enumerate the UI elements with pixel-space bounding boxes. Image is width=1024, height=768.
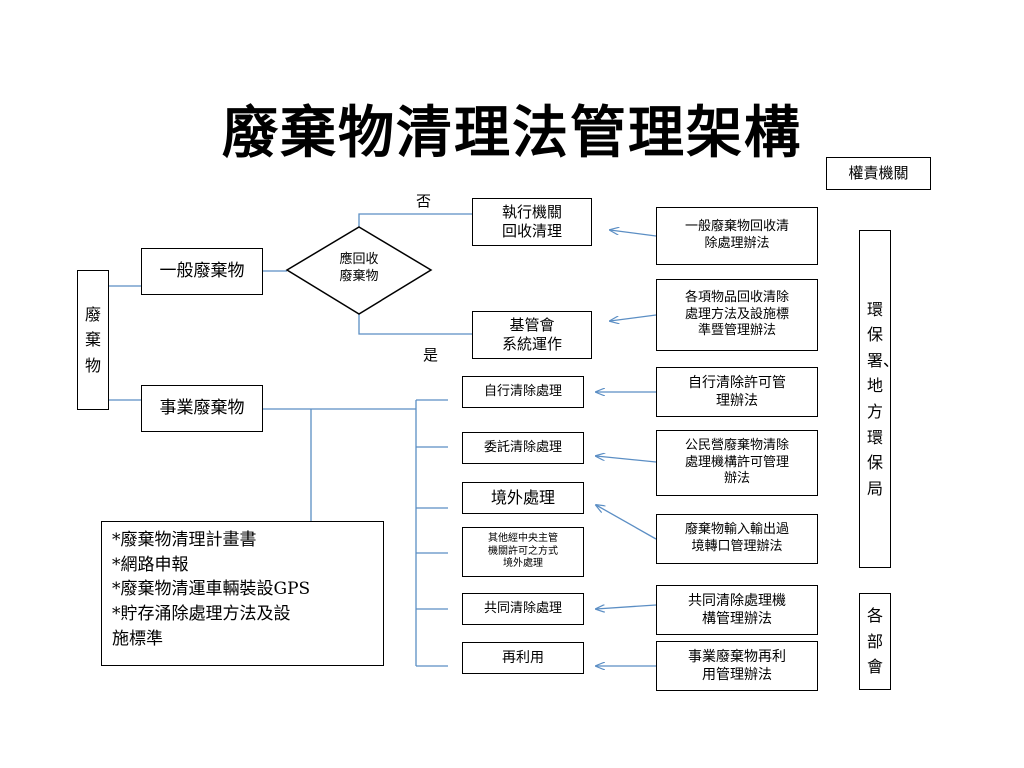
authority-ministries: 各部會: [859, 593, 891, 690]
notes-box: *廢棄物清理計畫書 *網路申報 *廢棄物清運車輛裝設GPS *貯存涌除處理方法及…: [101, 521, 384, 666]
decision-diamond: [285, 226, 433, 315]
regulation-self-permit: 自行清除許可管 理辦法: [656, 367, 818, 417]
waste-box: 廢棄物: [77, 270, 109, 410]
yes-label: 是: [423, 346, 439, 364]
method-other-box: 其他經中央主管 機關許可之方式 境外處理: [462, 527, 584, 577]
method-reuse-box: 再利用: [462, 642, 584, 674]
fund-committee-box: 基管會 系統運作: [472, 311, 592, 359]
regulation-joint-mgmt: 共同清除處理機 構管理辦法: [656, 585, 818, 635]
method-self-box: 自行清除處理: [462, 376, 584, 408]
regulation-reuse-mgmt: 事業廢棄物再利 用管理辦法: [656, 641, 818, 691]
exec-agency-box: 執行機關 回收清理: [472, 198, 592, 246]
general-waste-box: 一般廢棄物: [141, 248, 263, 295]
business-waste-box: 事業廢棄物: [141, 385, 263, 432]
note-item: *網路申報: [112, 554, 189, 575]
regulation-public-private: 公民營廢棄物清除 處理機構許可管理 辦法: [656, 430, 818, 496]
note-item: *廢棄物清理計畫書: [112, 530, 257, 550]
note-item: *廢棄物清運車輛裝設GPS: [112, 579, 311, 600]
method-joint-box: 共同清除處理: [462, 593, 584, 625]
note-item: *貯存涌除處理方法及設 施標準: [112, 603, 291, 649]
regulation-import-export: 廢棄物輸入輸出過 境轉口管理辦法: [656, 514, 818, 564]
method-overseas-box: 境外處理: [462, 482, 584, 514]
regulation-items-recycle: 各項物品回收清除 處理方法及設施標 準暨管理辦法: [656, 279, 818, 351]
no-label: 否: [416, 192, 432, 210]
regulation-general-recycle: 一般廢棄物回收清 除處理辦法: [656, 207, 818, 265]
page-title: 廢棄物清理法管理架構: [222, 100, 802, 166]
authority-header: 權責機關: [826, 157, 931, 190]
decision-label: 應回收 廢棄物: [339, 252, 379, 284]
method-commissioned-box: 委託清除處理: [462, 432, 584, 464]
authority-epa: 環保署、地方環保局: [859, 230, 899, 568]
